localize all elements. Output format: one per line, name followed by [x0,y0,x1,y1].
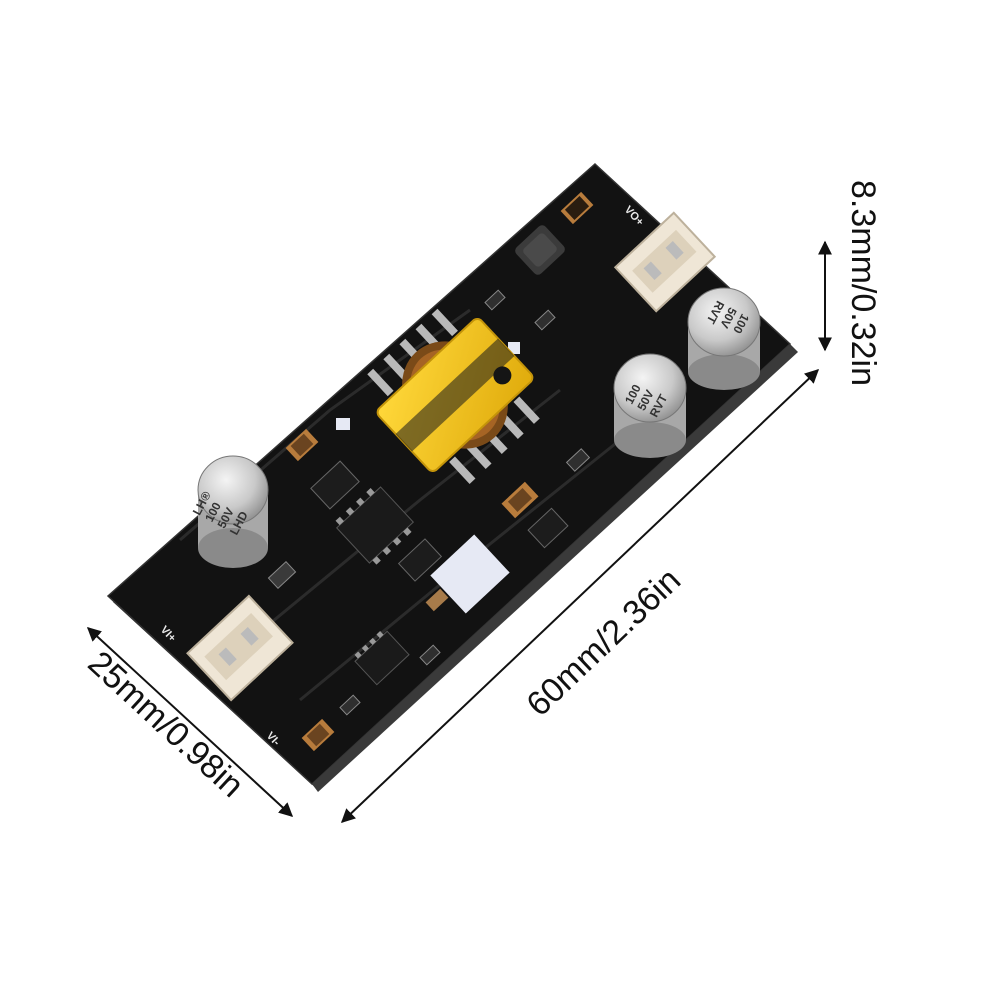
inductor [515,225,565,275]
pcb-board: LH® 100 50V LHD 100 50V RVT 100 50V [106,162,798,792]
mosfet [310,460,360,510]
dimension-height: 8.3mm/0.32in [818,180,882,386]
mosfet-2 [397,538,443,582]
dimension-height-label: 8.3mm/0.32in [844,180,882,386]
solder-pad [430,534,510,614]
ic-chip-small [354,630,410,686]
diode [527,507,569,549]
connector-input [186,594,294,702]
ic-chip-main [335,486,415,565]
smd-components [267,191,594,752]
dimension-length-label: 60mm/2.36in [519,561,688,724]
capacitor-output-1: 100 50V RVT [613,353,687,458]
connector-output [613,211,717,313]
capacitor-input: LH® 100 50V LHD [190,455,269,568]
transformer [367,308,540,484]
capacitor-output-2: 100 50V RVT [687,287,761,390]
